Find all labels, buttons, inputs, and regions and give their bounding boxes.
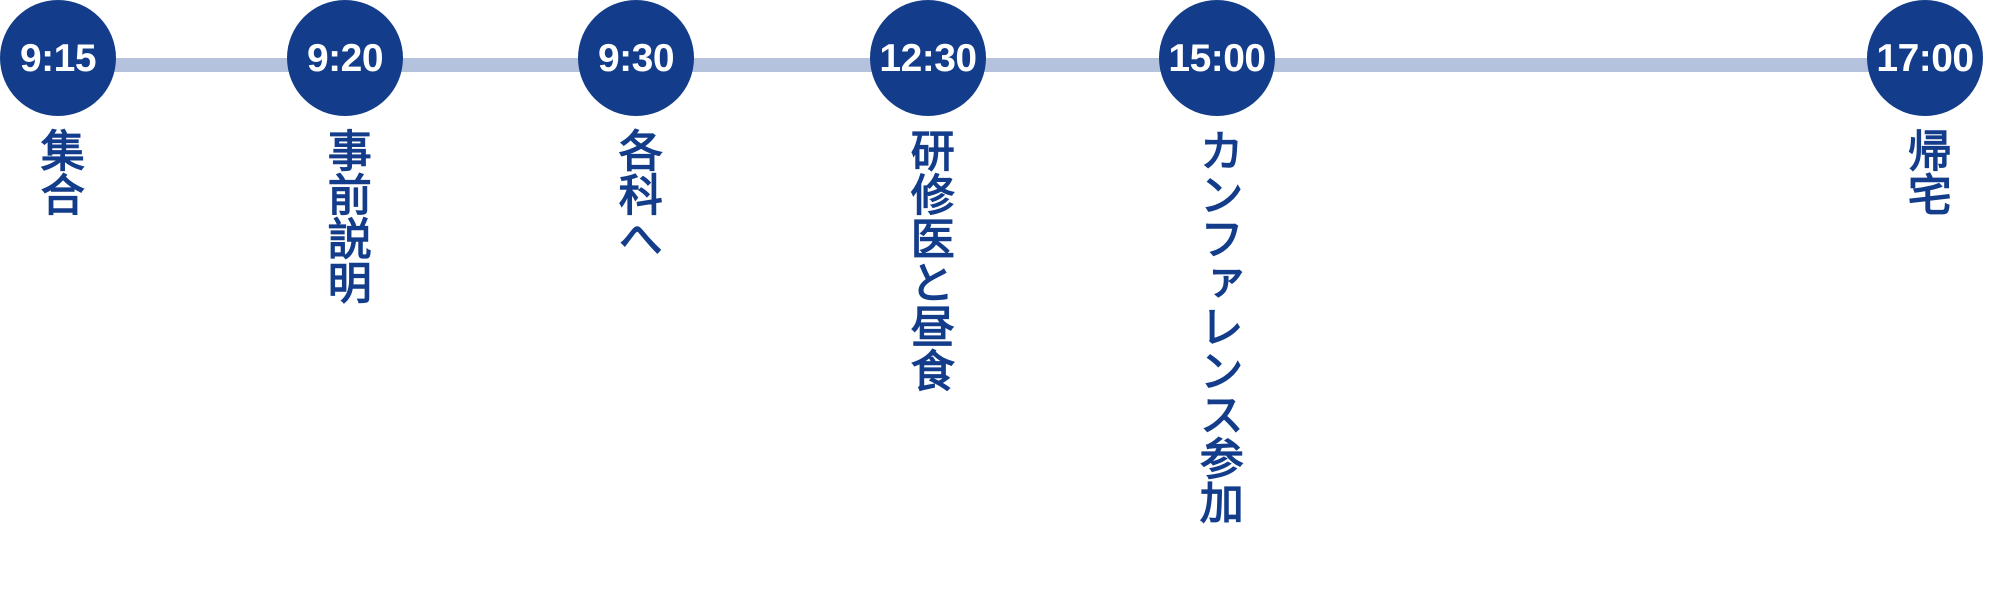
timeline-connector (1217, 58, 1925, 72)
timeline-node-time: 9:30 (597, 36, 675, 80)
timeline-node-time: 12:30 (879, 36, 977, 80)
timeline-node[interactable]: 9:15 集合 (0, 0, 116, 216)
timeline-node-circle[interactable]: 9:30 (578, 0, 694, 116)
timeline-node-label: 帰宅 (1900, 128, 1950, 216)
timeline-node-time: 15:00 (1168, 36, 1266, 80)
timeline-node-circle[interactable]: 9:15 (0, 0, 116, 116)
timeline-node[interactable]: 9:30 各科へ (578, 0, 694, 260)
timeline-node-label: 集合 (33, 128, 83, 216)
timeline-connector (928, 58, 1217, 72)
timeline-connector (345, 58, 636, 72)
timeline-node-time: 17:00 (1876, 36, 1974, 80)
timeline-node-label: 各科へ (611, 128, 661, 260)
timeline-connector (636, 58, 928, 72)
timeline-node-circle[interactable]: 15:00 (1159, 0, 1275, 116)
timeline-node[interactable]: 17:00 帰宅 (1867, 0, 1983, 216)
timeline-node-label: 研修医と昼食 (903, 128, 953, 392)
timeline-node[interactable]: 9:20 事前説明 (287, 0, 403, 304)
timeline-node[interactable]: 12:30 研修医と昼食 (870, 0, 986, 392)
timeline-node-label: 事前説明 (320, 128, 370, 304)
timeline-connector (58, 58, 345, 72)
timeline-node-circle[interactable]: 17:00 (1867, 0, 1983, 116)
timeline-node-time: 9:20 (306, 36, 384, 80)
timeline-node-time: 9:15 (19, 36, 97, 80)
timeline-node-label: カンファレンス参加 (1192, 128, 1242, 524)
timeline-node[interactable]: 15:00 カンファレンス参加 (1159, 0, 1275, 524)
timeline-node-circle[interactable]: 12:30 (870, 0, 986, 116)
timeline-node-circle[interactable]: 9:20 (287, 0, 403, 116)
